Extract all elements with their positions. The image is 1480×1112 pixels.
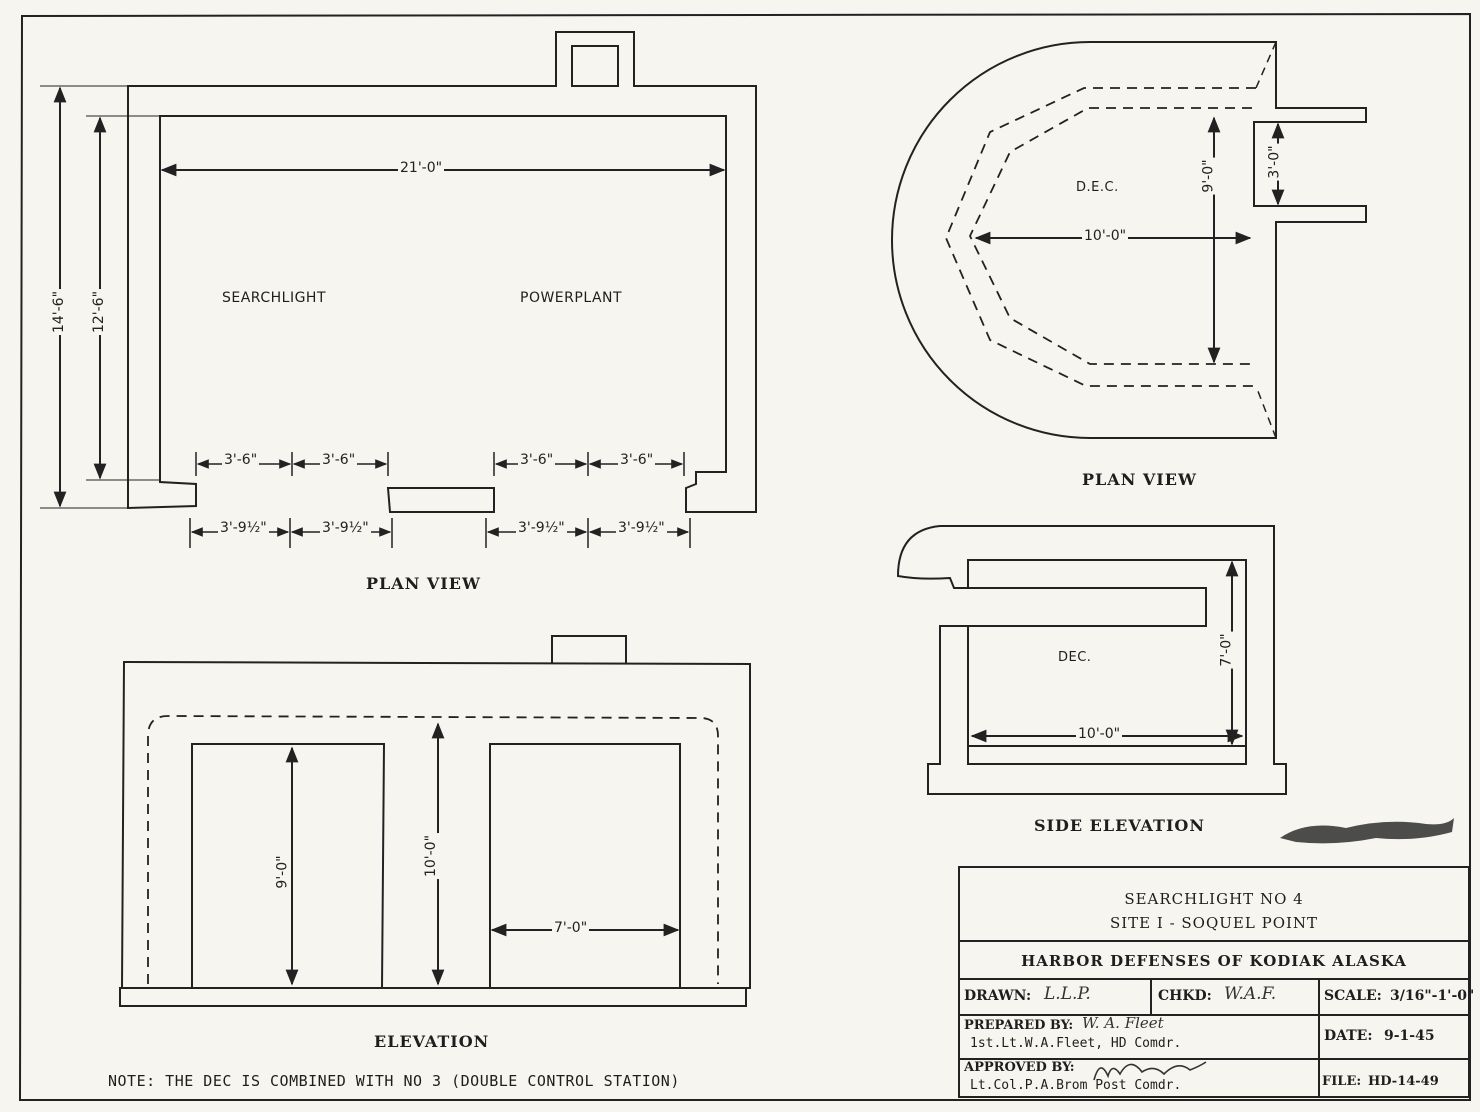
dim-door-width: 7'-0" [552, 920, 590, 936]
outer-dim: 3'-9½" [320, 520, 371, 536]
approved-name: Lt.Col.P.A.Brom Post Comdr. [970, 1078, 1182, 1093]
file-value: HD-14-49 [1368, 1074, 1439, 1089]
approved-signature [1093, 1061, 1207, 1081]
drawing-note: NOTE: THE DEC IS COMBINED WITH NO 3 (DOU… [108, 1072, 680, 1090]
title-block: SEARCHLIGHT NO 4 SITE I - SOQUEL POINT H… [958, 866, 1474, 1098]
outer-dim: 3'-9½" [616, 520, 667, 536]
room-label-dec-side: DEC. [1058, 650, 1092, 665]
outer-dim: 3'-9½" [516, 520, 567, 536]
prepared-name: 1st.Lt.W.A.Fleet, HD Comdr. [970, 1036, 1182, 1051]
classification-stamp [1280, 818, 1454, 844]
dim-width-21ft: 21'-0" [398, 160, 445, 176]
side-elevation-outline [896, 525, 1287, 795]
dec-plan-outline [891, 41, 1367, 439]
prepared-signature: W. A. Fleet [1082, 1014, 1164, 1032]
outer-dim: 3'-9½" [218, 520, 269, 536]
prepared-label: PREPARED BY: [964, 1018, 1074, 1033]
drawn-label: DRAWN: [964, 988, 1032, 1004]
date-label: DATE: [1324, 1028, 1373, 1044]
dim-inner-height: 12'-6" [91, 288, 108, 336]
dim-dec-entry: 3'-0" [1266, 143, 1283, 181]
checked-initials: W.A.F. [1224, 984, 1277, 1004]
side-elevation-title: SIDE ELEVATION [1034, 816, 1205, 835]
room-label-powerplant: POWERPLANT [520, 290, 623, 306]
opening-dim: 3'-6" [222, 452, 260, 468]
plan-view-title-right: PLAN VIEW [1082, 470, 1197, 489]
dim-dec-height: 9'-0" [1200, 157, 1217, 195]
opening-dim: 3'-6" [320, 452, 358, 468]
plan-view-title-left: PLAN VIEW [366, 574, 481, 593]
dim-dec-length: 10'-0" [1082, 228, 1129, 244]
dim-total-height: 10'-0" [423, 832, 440, 880]
dim-outer-height: 14'-6" [51, 288, 68, 336]
file-label: FILE: [1322, 1074, 1362, 1089]
dim-door-height: 9'-0" [274, 853, 291, 891]
date-value: 9-1-45 [1384, 1028, 1435, 1044]
scale-value: 3/16"-1'-0" [1390, 988, 1475, 1004]
title-line-1: SEARCHLIGHT NO 4 [1124, 890, 1304, 908]
organization: HARBOR DEFENSES OF KODIAK ALASKA [1021, 952, 1407, 970]
room-label-searchlight: SEARCHLIGHT [222, 290, 326, 306]
scale-label: SCALE: [1324, 988, 1382, 1004]
elevation-title: ELEVATION [374, 1032, 490, 1051]
checked-label: CHKD: [1158, 988, 1212, 1004]
room-label-dec: D.E.C. [1076, 180, 1119, 195]
opening-dim: 3'-6" [518, 452, 556, 468]
opening-dim: 3'-6" [618, 452, 656, 468]
approved-label: APPROVED BY: [964, 1060, 1075, 1075]
plan-view-left-outline [127, 31, 757, 513]
dim-side-height: 7'-0" [1218, 631, 1235, 669]
title-line-2: SITE I - SOQUEL POINT [1109, 914, 1319, 932]
dim-side-length: 10'-0" [1076, 726, 1123, 742]
elevation-outline [119, 635, 751, 1007]
drawn-initials: L.L.P. [1044, 984, 1091, 1004]
